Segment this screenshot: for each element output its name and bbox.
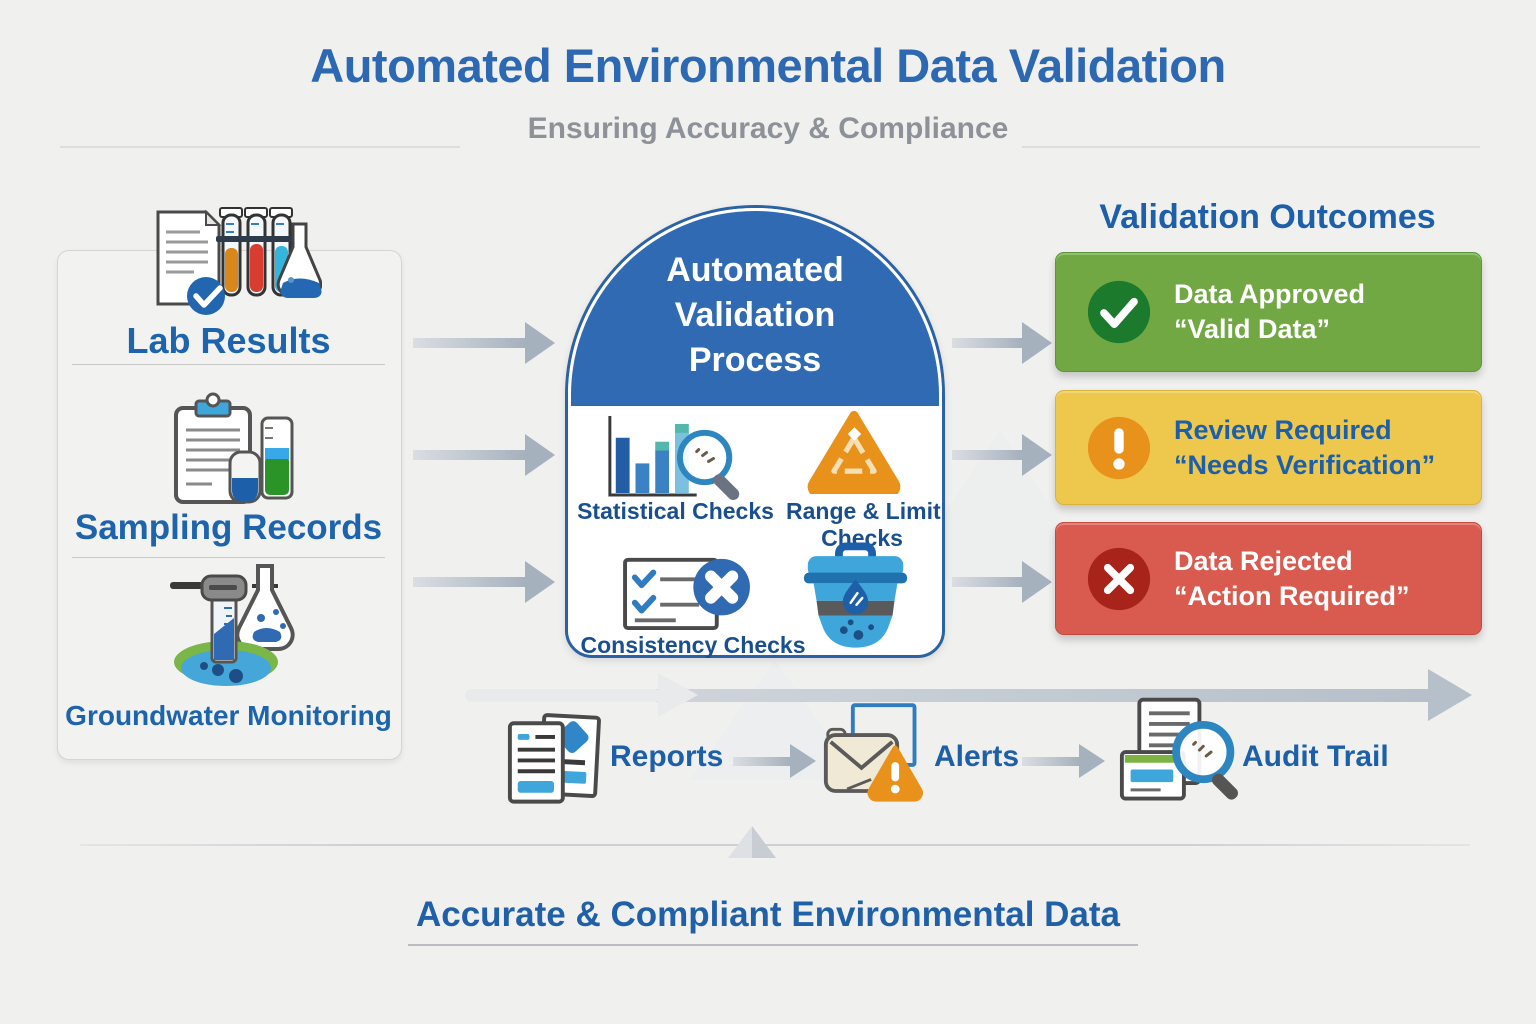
outcome-approved: Data Approved “Valid Data” bbox=[1055, 252, 1482, 372]
x-circle-icon bbox=[1087, 547, 1151, 610]
footer-title-underline bbox=[408, 944, 1138, 946]
range-limit-checks-icon bbox=[807, 410, 901, 494]
outcome-rejected: Data Rejected “Action Required” bbox=[1055, 522, 1482, 635]
footer-pointer-up-shade bbox=[752, 826, 776, 858]
check-circle-icon bbox=[1087, 280, 1151, 344]
page-title: Automated Environmental Data Validation bbox=[310, 39, 1226, 92]
check-label-range-limit-line1: Range & Limit bbox=[786, 498, 941, 524]
audit-trail-icon bbox=[1119, 697, 1238, 801]
statistical-checks-icon bbox=[608, 416, 740, 500]
alerts-icon bbox=[823, 703, 923, 802]
lab-results-icon bbox=[156, 207, 322, 315]
outcome-rejected-title: Data Rejected bbox=[1174, 545, 1353, 576]
input-label-sampling-records: Sampling Records bbox=[74, 508, 383, 547]
validation-process-dome: Automated Validation Process Statistical… bbox=[565, 205, 945, 658]
groundwater-monitoring-icon bbox=[170, 564, 295, 686]
outcome-review-title: Review Required bbox=[1174, 414, 1392, 445]
timeline-arrowhead-highlight bbox=[658, 673, 698, 717]
header-divider-left bbox=[60, 146, 460, 148]
header-divider-right bbox=[1022, 146, 1480, 148]
outcome-rejected-subtitle: “Action Required” bbox=[1174, 580, 1410, 611]
reports-icon bbox=[507, 713, 601, 804]
process-title: Automated Validation Process bbox=[666, 251, 844, 379]
panel-divider bbox=[72, 364, 385, 365]
check-label-consistency: Consistency Checks bbox=[580, 632, 806, 658]
panel-divider bbox=[72, 557, 385, 558]
flow-label-alerts: Alerts bbox=[934, 740, 1020, 773]
flow-label-reports: Reports bbox=[610, 740, 724, 773]
data-cleanup-bin-icon bbox=[803, 542, 908, 648]
footer-title: Accurate & Compliant Environmental Data bbox=[415, 895, 1121, 934]
page-subtitle: Ensuring Accuracy & Compliance bbox=[527, 112, 1009, 145]
input-label-lab-results: Lab Results bbox=[126, 320, 331, 361]
sampling-records-icon bbox=[174, 392, 294, 504]
flow-label-audit-trail: Audit Trail bbox=[1242, 740, 1389, 773]
outcome-approved-subtitle: “Valid Data” bbox=[1174, 314, 1331, 344]
exclamation-circle-icon bbox=[1087, 416, 1151, 479]
outcome-review-subtitle: “Needs Verification” bbox=[1174, 449, 1436, 480]
consistency-checks-icon bbox=[623, 557, 750, 631]
timeline-arrowhead bbox=[1428, 669, 1472, 721]
input-label-groundwater-monitoring: Groundwater Monitoring bbox=[65, 700, 392, 731]
check-label-statistical: Statistical Checks bbox=[577, 498, 774, 524]
outcomes-heading: Validation Outcomes bbox=[1099, 198, 1436, 236]
outcome-review: Review Required “Needs Verification” bbox=[1055, 390, 1482, 505]
outcome-approved-title: Data Approved bbox=[1174, 279, 1366, 310]
timeline-arrow-highlight bbox=[465, 689, 661, 702]
